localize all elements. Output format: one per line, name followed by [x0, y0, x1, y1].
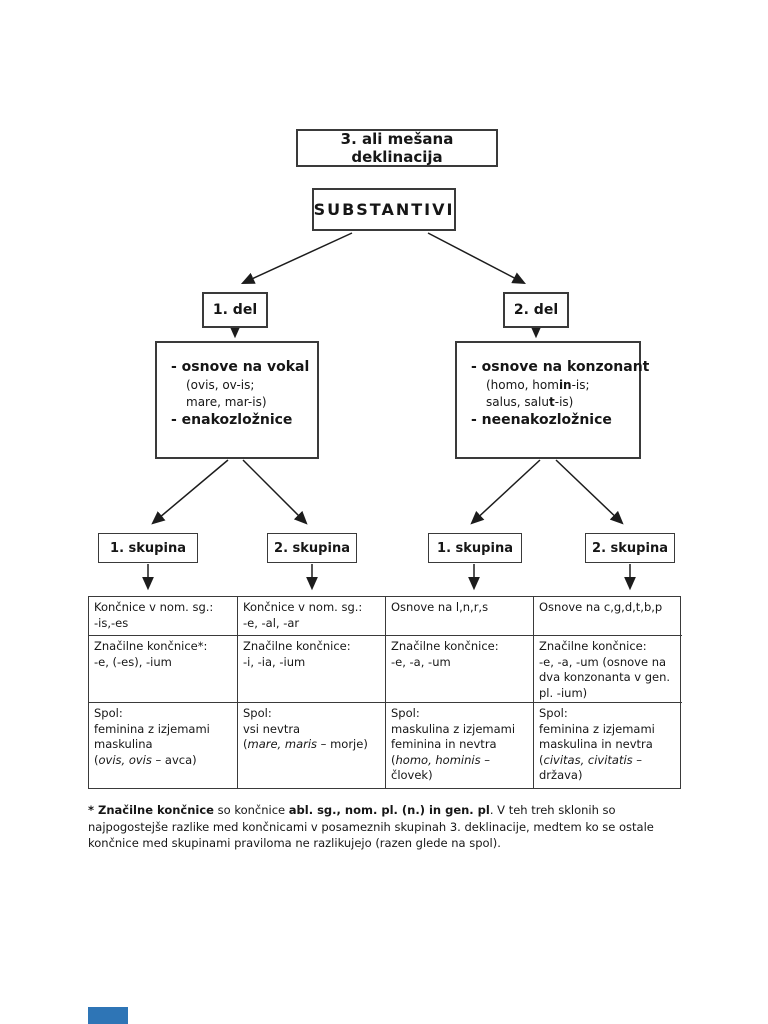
table-cell-r1c3: Osnove na l,n,r,s [386, 597, 534, 636]
example-2-pre: salus, salu [486, 395, 549, 409]
table-cell-r2c3: Značilne končnice: -e, -a, -um [386, 636, 534, 703]
group-1-label: 1. skupina [110, 540, 186, 556]
node-consonant-stems: - osnove na konzonant (homo, homin-is; s… [455, 341, 650, 459]
diagram-title: 3. ali mešana deklinacija [340, 130, 454, 166]
consonant-stems-item-1: - osnove na konzonant [471, 359, 650, 375]
table-cell-r3c4: Spol: feminina z izjemami maskulina in n… [534, 703, 682, 788]
root-node-substantivi: SUBSTANTIVI [312, 188, 456, 231]
arrow-root-to-part1 [240, 232, 353, 284]
r3c4-rest: – država) [539, 752, 643, 783]
example-1-pre: (homo, hom [486, 378, 559, 392]
example-2-bold: t [548, 395, 555, 409]
r3c2-rest: – morje) [317, 737, 368, 751]
r3c2-text: Spol: vsi nevtra ( [243, 706, 301, 751]
table-cell-r3c3: Spol: maskulina z izjemami feminina in n… [386, 703, 534, 788]
node-part-2: 2. del [503, 292, 569, 328]
vowel-stems-example-2: mare, mar-is) [186, 395, 267, 409]
table-cell-r1c4: Osnove na c,g,d,t,b,p [534, 597, 682, 636]
group-3-label: 1. skupina [437, 540, 513, 556]
r3c1-rest: – avca) [151, 752, 197, 767]
r3c1-latin: ovis, ovis [98, 752, 152, 767]
consonant-stems-example-1: (homo, homin-is; [471, 377, 631, 394]
node-part-2-label: 2. del [513, 302, 559, 318]
r3c4-latin: civitas, civitatis [543, 752, 633, 767]
consonant-stems-example-2: salus, salut-is) [471, 394, 631, 411]
r3c3-rest: – človek) [391, 752, 490, 783]
table-cell-r3c1: Spol: feminina z izjemami maskulina (ovi… [89, 703, 238, 788]
node-vowel-stems: - osnove na vokal (ovis, ov-is; mare, ma… [155, 341, 319, 459]
table-cell-r2c2: Značilne končnice: -i, -ia, -ium [238, 636, 386, 703]
example-2-post: -is) [554, 395, 574, 409]
vowel-stems-item-2: - enakozložnice [171, 412, 293, 428]
vowel-stems-item-1: - osnove na vokal [171, 359, 310, 375]
footnote-text-2: . V teh treh sklonih so najpogostejše ra… [88, 803, 654, 850]
arrow-root-to-part2 [427, 232, 526, 285]
r3c3-latin: homo, hominis [395, 752, 481, 767]
diagram-title-box: 3. ali mešana deklinacija [296, 129, 498, 167]
table-cell-r3c2: Spol: vsi nevtra (mare, maris – morje) [238, 703, 386, 788]
node-part-1: 1. del [202, 292, 268, 328]
table-cell-r2c4: Značilne končnice: -e, -a, -um (osnove n… [534, 636, 682, 703]
arrow-box1-to-group1 [151, 459, 229, 525]
example-1-bold: in [558, 378, 572, 392]
footnote-cases: abl. sg., nom. pl. (n.) in gen. pl [288, 803, 490, 817]
table-cell-r2c1: Značilne končnice*: -e, (-es), -ium [89, 636, 238, 703]
r3c2-latin: mare, maris [247, 737, 318, 751]
vowel-stems-example-1: (ovis, ov-is; [186, 378, 255, 392]
footnote-text-1: so končnice [213, 803, 289, 817]
node-group-2-part2: 2. skupina [585, 533, 675, 563]
root-node-label: SUBSTANTIVI [313, 200, 455, 219]
page-footer-accent-bar [88, 1007, 128, 1024]
example-1-post: -is; [571, 378, 590, 392]
r3c1-text: Spol: feminina z izjemami maskulina ( [94, 706, 210, 767]
arrow-box2-to-group4 [555, 459, 624, 525]
r3c4-text: Spol: feminina z izjemami maskulina in n… [539, 706, 655, 767]
node-part-1-label: 1. del [212, 302, 258, 318]
node-group-2-part1: 2. skupina [267, 533, 357, 563]
node-group-1-part2: 1. skupina [428, 533, 522, 563]
footnote: * Značilne končnice so končnice abl. sg.… [88, 802, 676, 852]
table-cell-r1c1: Končnice v nom. sg.: -is,-es [89, 597, 238, 636]
declension-table: Končnice v nom. sg.: -is,-es Končnice v … [88, 596, 682, 789]
node-group-1-part1: 1. skupina [98, 533, 198, 563]
consonant-stems-item-2: - neenakozložnice [471, 412, 612, 428]
group-2-label: 2. skupina [274, 540, 350, 556]
r3c3-text: Spol: maskulina z izjemami feminina in n… [391, 706, 516, 767]
arrow-box2-to-group3 [470, 459, 541, 525]
arrow-box1-to-group2 [242, 459, 308, 525]
table-cell-r1c2: Končnice v nom. sg.: -e, -al, -ar [238, 597, 386, 636]
group-4-label: 2. skupina [592, 540, 668, 556]
footnote-term: * Značilne končnice [88, 803, 214, 817]
